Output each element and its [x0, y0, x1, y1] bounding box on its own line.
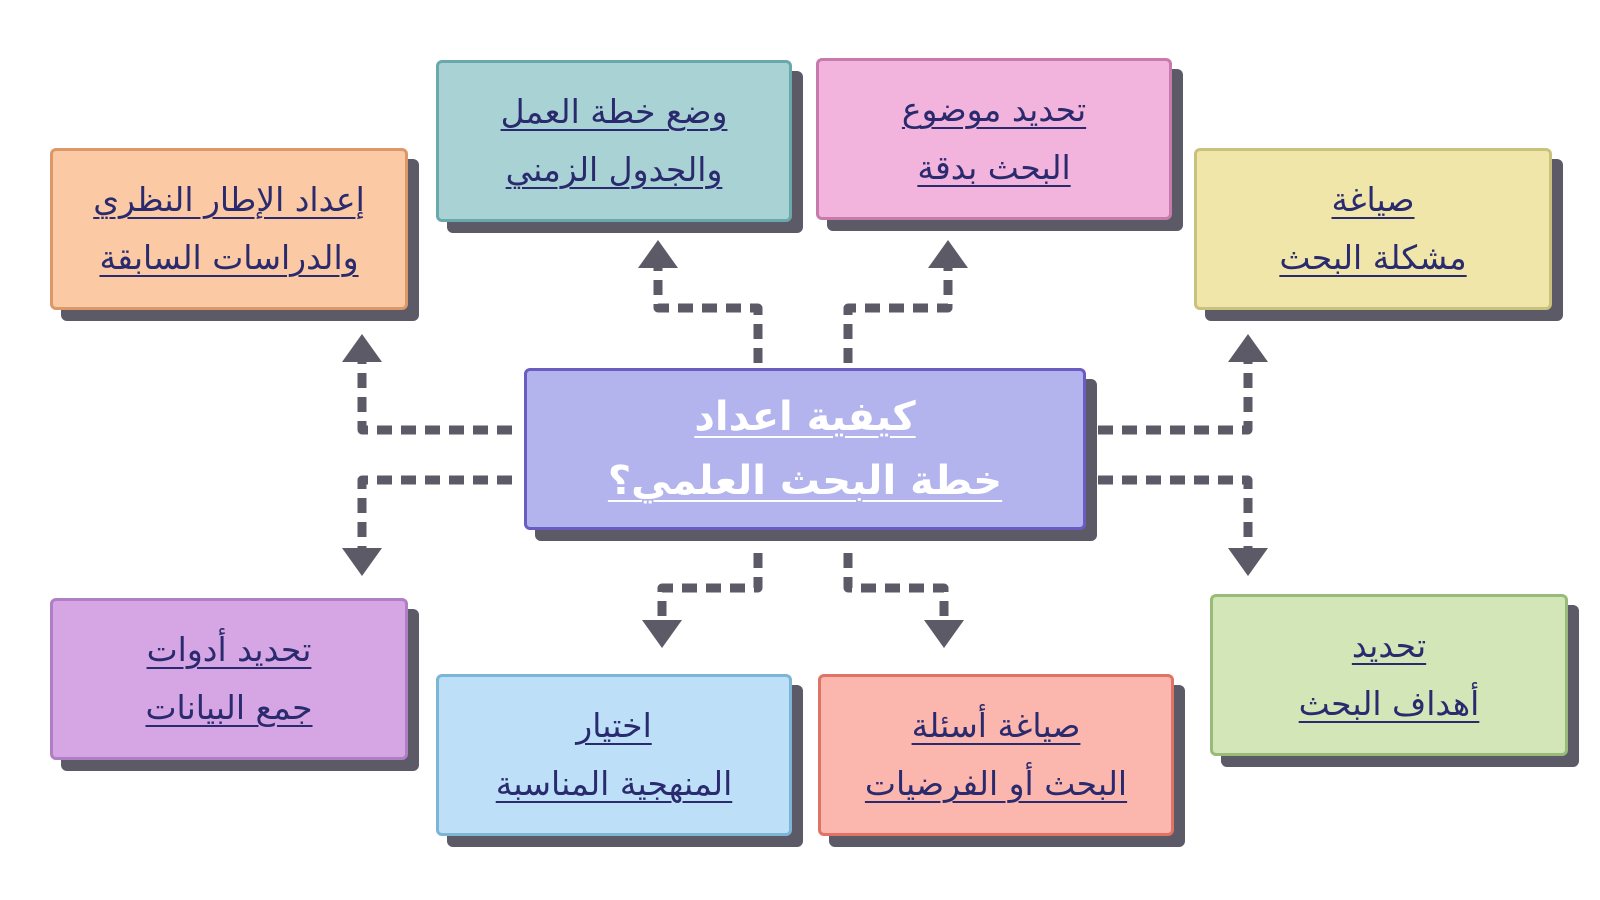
connector-to-work-plan	[653, 268, 763, 363]
connector-to-research-questions	[843, 553, 949, 620]
step-research-topic: تحديد موضوع البحث بدقة	[816, 58, 1172, 220]
connector-to-research-objectives	[1098, 475, 1253, 548]
arrowhead-up-research-problem	[1228, 334, 1268, 362]
step-research-problem: صياغة مشكلة البحث	[1194, 148, 1552, 310]
arrowhead-down-research-questions	[924, 620, 964, 648]
step-research-questions-line1: صياغة أسئلة	[911, 706, 1081, 745]
step-research-topic-line1: تحديد موضوع	[901, 90, 1087, 129]
step-research-objectives-line2: أهداف البحث	[1298, 684, 1480, 723]
step-methodology-line1: اختيار	[576, 706, 652, 745]
center-title-line2: خطة البحث العلمي؟	[607, 458, 1003, 504]
step-work-plan-line2: والجدول الزمني	[505, 150, 723, 189]
step-methodology: اختيار المنهجية المناسبة	[436, 674, 792, 836]
step-research-objectives: تحديد أهداف البحث	[1210, 594, 1568, 756]
step-data-tools-line1: تحديد أدوات	[146, 630, 312, 669]
step-data-tools: تحديد أدوات جمع البيانات	[50, 598, 408, 760]
arrowhead-down-methodology	[642, 620, 682, 648]
step-research-questions-line2: البحث أو الفرضيات	[864, 764, 1128, 803]
step-theoretical-framework-line1: إعداد الإطار النظري	[93, 180, 365, 219]
arrowhead-down-data-tools	[342, 548, 382, 576]
arrowhead-up-work-plan	[638, 240, 678, 268]
step-data-tools-line2: جمع البيانات	[145, 688, 313, 727]
step-theoretical-framework-line2: والدراسات السابقة	[99, 238, 359, 277]
step-research-topic-line2: البحث بدقة	[917, 148, 1071, 187]
connector-to-theoretical-framework	[357, 362, 512, 435]
arrowhead-up-theoretical-framework	[342, 334, 382, 362]
arrowhead-up-research-topic	[928, 240, 968, 268]
step-theoretical-framework: إعداد الإطار النظري والدراسات السابقة	[50, 148, 408, 310]
step-research-objectives-line1: تحديد	[1351, 626, 1427, 665]
connector-to-data-tools	[357, 475, 512, 548]
step-work-plan-line1: وضع خطة العمل	[500, 92, 728, 131]
step-research-problem-line2: مشكلة البحث	[1279, 238, 1467, 277]
connector-to-research-topic	[843, 268, 953, 363]
connector-to-methodology	[657, 553, 763, 620]
step-research-questions: صياغة أسئلة البحث أو الفرضيات	[818, 674, 1174, 836]
arrowhead-down-research-objectives	[1228, 548, 1268, 576]
step-research-problem-line1: صياغة	[1331, 180, 1415, 219]
step-work-plan: وضع خطة العمل والجدول الزمني	[436, 60, 792, 222]
step-methodology-line2: المنهجية المناسبة	[495, 764, 733, 803]
connector-to-research-problem	[1098, 362, 1253, 435]
center-title-line1: كيفية اعداد	[694, 394, 916, 440]
center-node: كيفية اعداد خطة البحث العلمي؟	[524, 368, 1086, 530]
